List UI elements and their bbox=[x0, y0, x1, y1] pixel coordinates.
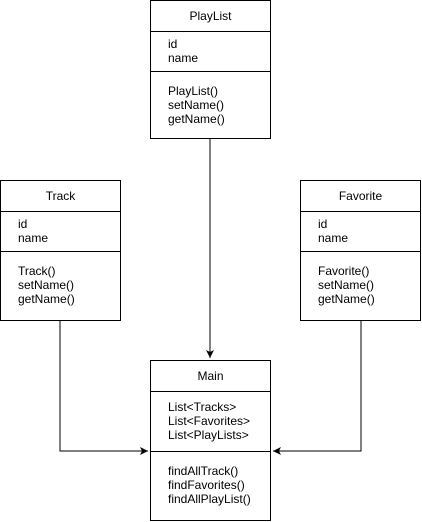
class-track-attributes: id name bbox=[1, 212, 120, 252]
operation: findAllTrack() bbox=[168, 464, 239, 478]
class-favorite-name: Favorite bbox=[301, 181, 420, 212]
operation: setName() bbox=[318, 278, 375, 292]
attribute: List<PlayLists> bbox=[168, 428, 249, 442]
class-playlist[interactable]: PlayList id name PlayList() setName() ge… bbox=[150, 0, 271, 139]
class-track-operations: Track() setName() getName() bbox=[1, 252, 120, 306]
operation: PlayList() bbox=[168, 84, 219, 98]
attribute: name bbox=[318, 231, 349, 245]
class-playlist-name: PlayList bbox=[151, 1, 270, 32]
attribute: id bbox=[18, 217, 28, 231]
operation: setName() bbox=[18, 278, 75, 292]
class-main[interactable]: Main List<Tracks> List<Favorites> List<P… bbox=[150, 360, 271, 521]
arrow-track-to-main bbox=[59, 321, 148, 455]
arrow-favorite-to-main bbox=[273, 321, 362, 455]
attribute: List<Favorites> bbox=[168, 414, 251, 428]
operation: getName() bbox=[18, 292, 75, 306]
attribute: List<Tracks> bbox=[168, 400, 237, 414]
class-main-name: Main bbox=[151, 361, 270, 392]
class-favorite-attributes: id name bbox=[301, 212, 420, 252]
class-playlist-attributes: id name bbox=[151, 32, 270, 72]
operation: Track() bbox=[18, 264, 56, 278]
class-favorite[interactable]: Favorite id name Favorite() setName() ge… bbox=[300, 180, 421, 321]
attribute: name bbox=[168, 51, 199, 65]
class-track-name: Track bbox=[1, 181, 120, 212]
operation: Favorite() bbox=[318, 264, 370, 278]
class-main-attributes: List<Tracks> List<Favorites> List<PlayLi… bbox=[151, 392, 270, 452]
attribute: id bbox=[318, 217, 328, 231]
class-playlist-operations: PlayList() setName() getName() bbox=[151, 72, 270, 126]
operation: setName() bbox=[168, 98, 225, 112]
attribute: name bbox=[18, 231, 49, 245]
operation: findAllPlayList() bbox=[168, 492, 251, 506]
class-favorite-operations: Favorite() setName() getName() bbox=[301, 252, 420, 306]
operation: findFavorites() bbox=[168, 478, 245, 492]
attribute: id bbox=[168, 37, 178, 51]
class-track[interactable]: Track id name Track() setName() getName(… bbox=[0, 180, 121, 321]
operation: getName() bbox=[318, 292, 375, 306]
class-main-operations: findAllTrack() findFavorites() findAllPl… bbox=[151, 452, 270, 506]
operation: getName() bbox=[168, 112, 225, 126]
